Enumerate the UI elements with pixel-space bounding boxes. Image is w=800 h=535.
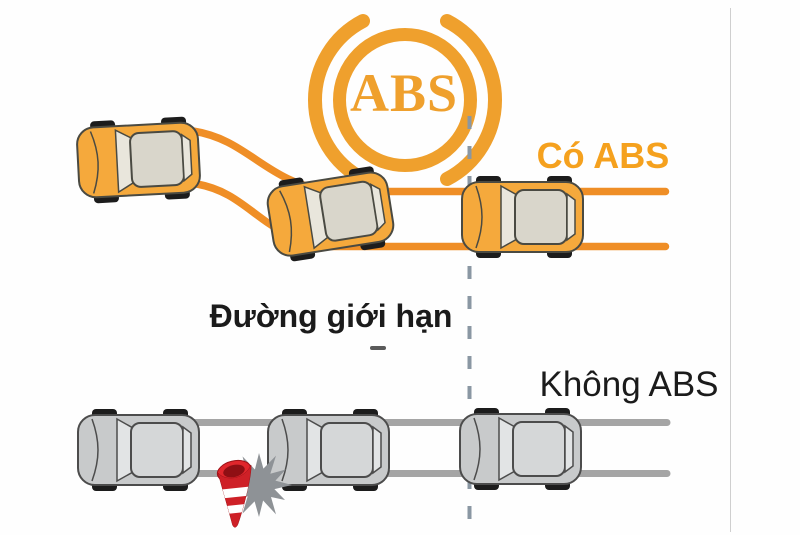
abs-logo-text: ABS: [350, 63, 458, 123]
car-with-abs-start: [461, 175, 584, 259]
car-without-abs-start: [459, 407, 582, 491]
without-abs-label: Không ABS: [539, 365, 718, 404]
abs-logo-circle: [333, 28, 477, 172]
with-abs-label: Có ABS: [537, 135, 670, 176]
crash-starburst-icon: [225, 453, 292, 517]
traffic-cone-icon: [216, 459, 252, 528]
limit-line-label: Đường giới hạn: [210, 298, 453, 334]
car-without-abs-crashing: [267, 408, 390, 492]
small-dash-mark: [370, 346, 386, 350]
car-with-abs-final: [74, 114, 203, 206]
abs-warning-light-icon: ABS: [308, 14, 502, 186]
abs-logo-right-arc: [440, 14, 502, 186]
car-without-abs-final: [77, 408, 200, 492]
abs-logo-left-arc: [308, 14, 370, 186]
